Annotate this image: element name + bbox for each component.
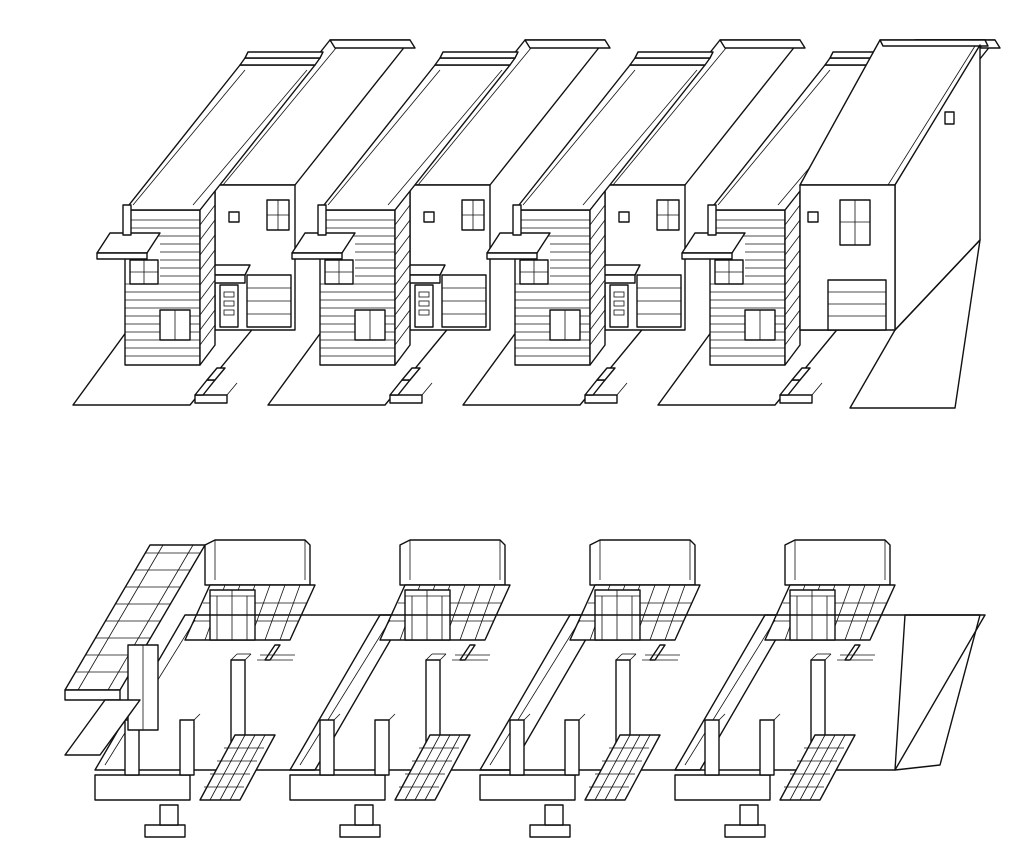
- ground-floor-plans: [64, 539, 986, 838]
- unit-plan: [674, 539, 986, 838]
- row-houses-elevation: [72, 39, 1001, 409]
- exterior-stair: [64, 544, 206, 756]
- end-slab: [894, 614, 981, 771]
- end-wall-building: [799, 39, 989, 409]
